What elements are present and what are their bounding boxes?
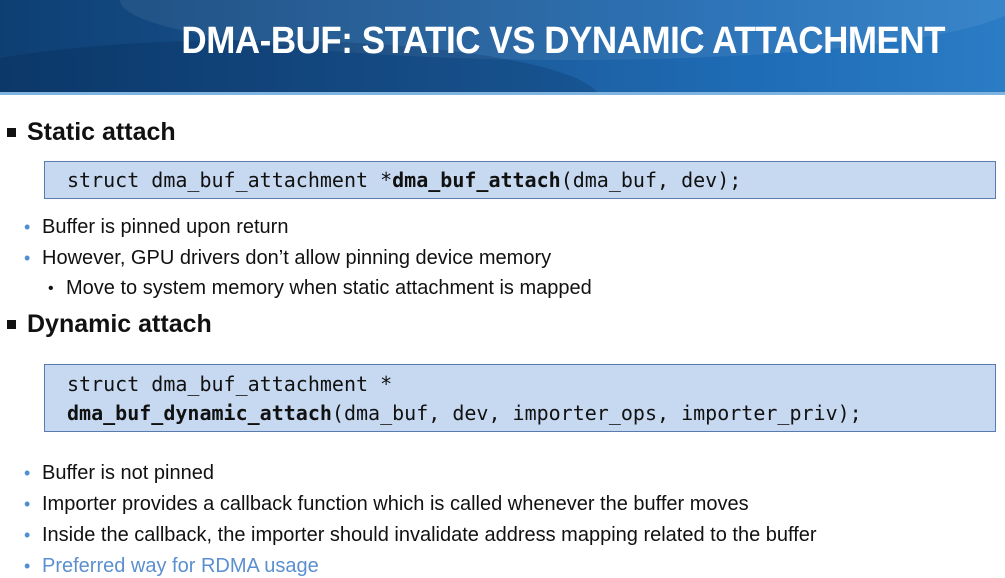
bullet-text: However, GPU drivers don’t allow pinning… [42,247,552,269]
sub-bullet-text: Move to system memory when static attach… [66,277,592,299]
banner-rule [0,92,1005,95]
bullet-text: Preferred way for RDMA usage [42,555,319,577]
sub-bullet-dot-icon: • [48,279,54,297]
bullet-dot-icon: • [24,494,31,514]
section-dynamic-heading: Dynamic attach [7,310,212,339]
slide-title: DMA-BUF: STATIC VS DYNAMIC ATTACHMENT [181,20,945,62]
bullet-dot-icon: • [24,248,31,268]
bullet-dot-icon: • [24,525,31,545]
square-bullet-icon [7,128,16,137]
dynamic-code-line-2: dma_buf_dynamic_attach(dma_buf, dev, imp… [67,399,995,428]
list-item: • However, GPU drivers don’t allow pinni… [24,247,551,270]
static-code-prefix: struct dma_buf_attachment * [67,168,393,192]
static-code-box: struct dma_buf_attachment *dma_buf_attac… [44,161,996,199]
bullet-dot-icon: • [24,556,31,576]
bullet-dot-icon: • [24,463,31,483]
list-item: • Buffer is pinned upon return [24,216,288,239]
bullet-text: Importer provides a callback function wh… [42,493,749,515]
list-item: • Buffer is not pinned [24,462,214,485]
static-code-args: (dma_buf, dev); [560,168,742,192]
bullet-dot-icon: • [24,217,31,237]
title-banner: DMA-BUF: STATIC VS DYNAMIC ATTACHMENT [0,0,1005,95]
section-static-heading: Static attach [7,118,176,147]
bullet-text: Buffer is not pinned [42,462,214,484]
static-code-function: dma_buf_attach [392,168,561,192]
square-bullet-icon [7,320,16,329]
list-item: • Importer provides a callback function … [24,493,749,516]
list-item: • Inside the callback, the importer shou… [24,524,817,547]
static-code-line: struct dma_buf_attachment *dma_buf_attac… [67,166,995,195]
static-heading-text: Static attach [27,118,176,146]
bullet-text: Inside the callback, the importer should… [42,524,817,546]
dynamic-code-function: dma_buf_dynamic_attach [67,401,332,425]
dynamic-code-args: (dma_buf, dev, importer_ops, importer_pr… [331,401,862,425]
list-item-highlight: • Preferred way for RDMA usage [24,555,319,578]
bullet-text: Buffer is pinned upon return [42,216,289,238]
sub-list-item: • Move to system memory when static atta… [48,277,592,300]
dynamic-code-box: struct dma_buf_attachment * dma_buf_dyna… [44,364,996,432]
dynamic-heading-text: Dynamic attach [27,310,212,338]
dynamic-code-line-1: struct dma_buf_attachment * [67,372,393,396]
